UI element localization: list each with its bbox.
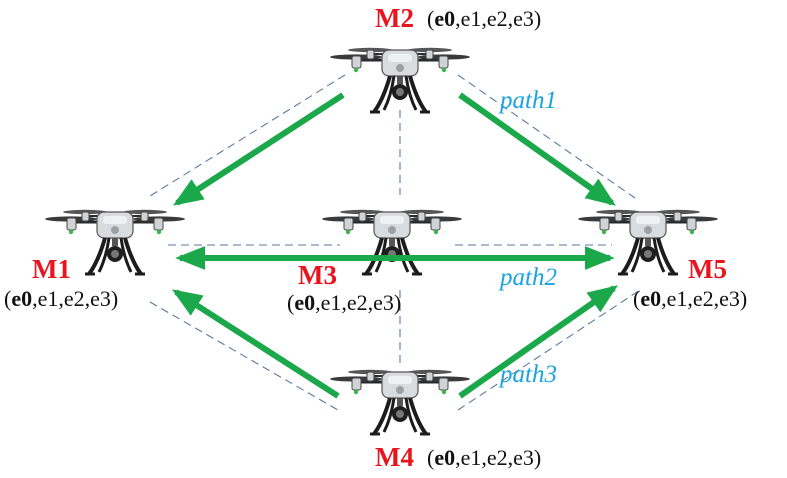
node-m1: M1 (e0,e1,e2,e3): [4, 254, 118, 311]
node-m4-tags: (e0,e1,e2,e3): [427, 445, 541, 470]
node-m5-name: M5: [688, 254, 727, 284]
node-m1-tags: (e0,e1,e2,e3): [4, 286, 118, 311]
node-m2: M2 (e0,e1,e2,e3): [375, 3, 541, 33]
node-m2-name: M2: [375, 3, 414, 33]
path2-label: path2: [498, 264, 557, 291]
node-m4-name: M4: [375, 442, 414, 472]
node-m1-name: M1: [32, 254, 71, 284]
link-m4-m5: [457, 289, 641, 411]
arrow-m4-to-m1: [171, 289, 340, 399]
mesh-links: [149, 74, 641, 411]
node-m5: M5 (e0,e1,e2,e3): [633, 254, 747, 311]
drone-m3-icon: [320, 207, 464, 276]
node-m4: M4 (e0,e1,e2,e3): [375, 442, 541, 472]
node-m3-tags: (e0,e1,e2,e3): [287, 290, 401, 315]
arrow-m2-to-m1: [172, 92, 345, 206]
drone-m4-icon: [328, 367, 472, 436]
link-m1-m4: [149, 301, 339, 411]
path1-label: path1: [498, 87, 557, 114]
node-m3: M3 (e0,e1,e2,e3): [287, 260, 401, 315]
arrow-m4-to-m5: [458, 285, 618, 399]
arrow-m2-to-m5: [458, 92, 616, 206]
route-arrows: [171, 92, 618, 399]
node-m5-tags: (e0,e1,e2,e3): [633, 286, 747, 311]
path3-label: path3: [498, 361, 557, 388]
link-m2-m1: [149, 74, 346, 197]
drone-m2-icon: [328, 45, 472, 114]
node-m3-name: M3: [298, 260, 337, 290]
link-m2-m5: [457, 74, 636, 199]
node-m2-tags: (e0,e1,e2,e3): [427, 6, 541, 31]
